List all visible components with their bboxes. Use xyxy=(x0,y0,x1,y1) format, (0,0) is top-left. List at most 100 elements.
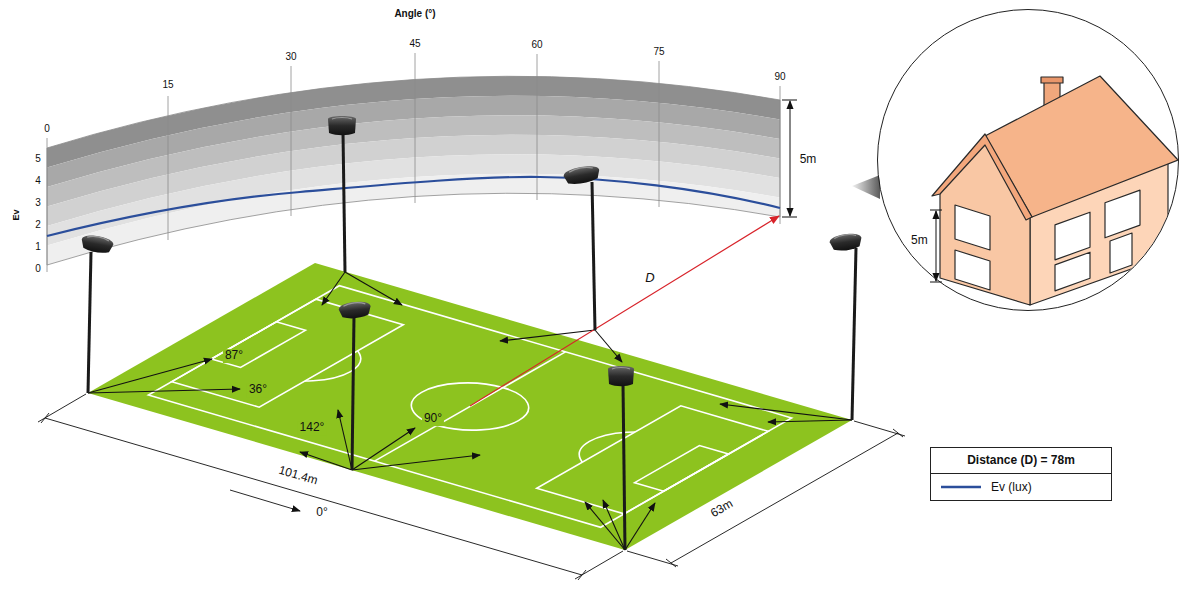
legend-title-box: Distance (D) = 78m xyxy=(930,447,1112,474)
callout-circle: 5m xyxy=(877,9,1179,311)
floodlight-heads xyxy=(338,300,372,320)
aiming-arrows xyxy=(500,330,595,341)
floodlight-heads xyxy=(338,300,372,320)
pitch-markings xyxy=(148,286,791,528)
aiming-arrows xyxy=(345,272,402,305)
aiming-arrows xyxy=(720,404,852,420)
aiming-arrows xyxy=(88,272,852,550)
direction-label: 0° xyxy=(314,506,329,520)
legend-row: Ev (lux) xyxy=(930,473,1112,501)
height-bracket xyxy=(782,100,797,217)
floodlight-heads xyxy=(80,233,114,255)
light-poles xyxy=(592,182,595,330)
angle-gridline xyxy=(780,86,781,224)
aiming-arrows xyxy=(300,452,352,470)
dimension-label: 5m xyxy=(798,153,819,167)
floodlight-heads xyxy=(829,232,863,253)
dimension-lines xyxy=(45,418,582,575)
pitch-markings xyxy=(211,322,305,368)
distance-line xyxy=(470,216,779,406)
aiming-arrows xyxy=(603,500,625,550)
dimension-lines xyxy=(38,394,905,580)
legend-title: Distance (D) = 78m xyxy=(967,454,1075,468)
angle-tick: 0 xyxy=(42,123,52,135)
floodlight-heads xyxy=(328,116,356,135)
pitch-markings xyxy=(556,423,719,489)
aiming-arrows xyxy=(585,502,625,550)
aiming-arrows xyxy=(768,420,852,422)
dimension-label: 63m xyxy=(707,496,738,522)
pitch-markings xyxy=(172,299,404,407)
floodlight-heads xyxy=(80,233,114,255)
axis-title: Ev xyxy=(11,207,21,222)
dimension-lines xyxy=(38,394,86,422)
pitch-markings xyxy=(221,324,384,390)
pitch-markings xyxy=(537,406,769,514)
angle-label: 142° xyxy=(298,421,327,435)
house xyxy=(932,76,1178,305)
floodlight-heads xyxy=(834,233,856,238)
pitch-markings xyxy=(148,286,791,528)
house xyxy=(1041,77,1063,83)
dimension-lines xyxy=(575,551,623,579)
house-height-dimension xyxy=(930,282,942,283)
dimension-lines xyxy=(893,429,903,437)
callout-pointer xyxy=(852,175,880,199)
house xyxy=(1055,212,1090,260)
aiming-arrows xyxy=(352,455,480,470)
dimension-lines xyxy=(671,433,898,563)
light-poles xyxy=(343,132,345,272)
dimension-lines xyxy=(41,413,49,423)
football-pitch xyxy=(88,263,852,550)
dimension-label: 5m xyxy=(911,234,928,248)
floodlight-heads xyxy=(80,116,863,386)
floodlight-heads xyxy=(608,366,634,386)
height-bracket xyxy=(782,217,797,218)
dimension-lines xyxy=(578,570,586,580)
floodlight-heads xyxy=(612,368,630,370)
dimension-label: 101.4m xyxy=(275,463,321,489)
callout-ground xyxy=(878,10,1178,310)
aiming-arrows xyxy=(322,272,345,305)
floodlight-heads xyxy=(332,118,352,120)
light-poles xyxy=(88,252,91,393)
value-tick: 5 xyxy=(33,153,43,165)
light-poles xyxy=(88,132,856,550)
dimension-lines xyxy=(627,551,678,566)
floodlight-heads xyxy=(563,164,601,186)
illuminance-band xyxy=(47,76,780,265)
house xyxy=(955,250,990,290)
value-tick: 1 xyxy=(33,241,43,253)
angle-tick: 30 xyxy=(283,51,298,63)
angle-label: 87° xyxy=(223,349,245,363)
legend-line xyxy=(941,485,981,488)
pitch-markings xyxy=(375,352,566,461)
house-height-dimension xyxy=(930,210,942,211)
dimension-lines xyxy=(666,559,676,567)
aiming-arrows xyxy=(338,410,352,470)
house xyxy=(1110,233,1132,273)
illuminance-band xyxy=(47,76,780,265)
height-bracket xyxy=(782,100,797,101)
floodlight-heads xyxy=(569,166,593,172)
angle-gridline xyxy=(415,53,416,203)
angle-gridline xyxy=(168,96,169,240)
angle-tick: 15 xyxy=(160,79,175,91)
angle-gridline xyxy=(47,138,48,272)
axis-title: Angle (°) xyxy=(392,8,437,20)
floodlight-heads xyxy=(563,164,601,186)
light-poles xyxy=(623,384,625,550)
floodlight-heads xyxy=(87,235,109,241)
illuminance-band xyxy=(47,174,780,265)
dimension-lines xyxy=(230,490,300,511)
angle-tick: 75 xyxy=(651,46,666,58)
angle-label: 90° xyxy=(422,412,444,426)
angle-label: 36° xyxy=(247,383,269,397)
angle-tick: 45 xyxy=(407,38,422,50)
floodlight-heads xyxy=(328,116,356,135)
aiming-arrows xyxy=(88,389,240,393)
value-tick: 2 xyxy=(33,219,43,231)
angle-tick: 60 xyxy=(529,39,544,51)
